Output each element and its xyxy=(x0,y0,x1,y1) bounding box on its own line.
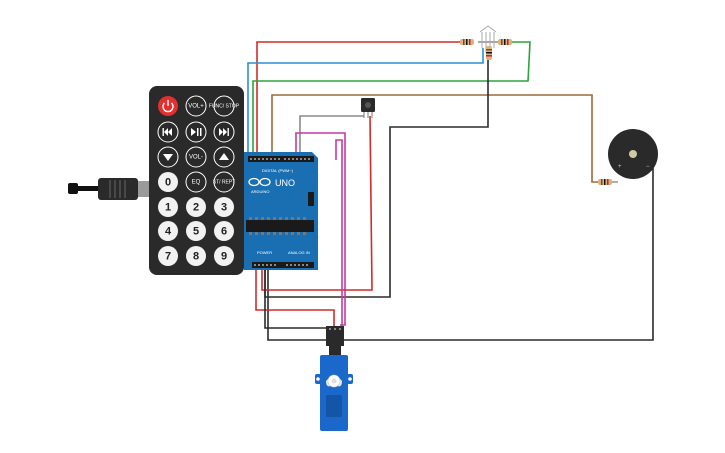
ir-receiver xyxy=(361,98,375,118)
button-0-label: 0 xyxy=(165,176,171,188)
vol-up-button[interactable] xyxy=(185,95,207,117)
vol-down-label: VOL- xyxy=(189,155,203,161)
buzzer-center xyxy=(629,150,637,158)
servo-hub-center xyxy=(331,378,337,384)
buzzer-minus-label: − xyxy=(646,164,650,170)
uno-label: UNO xyxy=(275,178,295,188)
black-wire-servo xyxy=(264,270,330,329)
usb-cable xyxy=(68,178,152,200)
power-label: POWER xyxy=(257,250,272,255)
button-0[interactable] xyxy=(158,172,178,192)
ir-receiver-legs xyxy=(363,112,373,118)
func-stop-button[interactable] xyxy=(213,95,235,117)
eq-button[interactable] xyxy=(185,171,207,193)
arduino-uno: DIGITAL (PWM~) ARDUINO UNO POWER ANALOG … xyxy=(244,152,318,270)
buzzer: + − xyxy=(598,129,658,185)
ir-remote: VOL+ FUNC/ STOP VOL- 0 xyxy=(149,86,244,275)
power-icon xyxy=(162,100,174,113)
power-header xyxy=(252,262,314,268)
red-wire-ir xyxy=(261,115,373,291)
button-4[interactable] xyxy=(158,221,178,241)
play-pause-icon xyxy=(191,128,202,136)
blue-wire xyxy=(247,48,484,160)
chip-pins xyxy=(249,217,306,235)
buzzer-plus-label: + xyxy=(618,164,622,170)
arduino-logo-text: ARDUINO xyxy=(251,189,269,194)
usb-ridges xyxy=(109,180,126,198)
digit-buttons: 1 2 3 4 5 6 7 8 9 xyxy=(158,197,234,266)
arduino-board xyxy=(244,152,318,270)
usb-metal-end xyxy=(138,181,152,197)
button-9[interactable] xyxy=(214,246,234,266)
green-wire xyxy=(252,41,531,160)
button-7[interactable] xyxy=(158,246,178,266)
grey-wire-ir xyxy=(299,115,364,160)
usb-cable-line xyxy=(76,186,100,191)
magenta-wire-ir xyxy=(295,132,346,326)
usb-plug-tip xyxy=(68,183,78,194)
rgb-led-icon xyxy=(479,25,497,52)
icsp-header xyxy=(308,192,314,206)
vol-up-label: VOL+ xyxy=(188,104,204,110)
triangle-down-icon xyxy=(163,154,173,161)
resistor-middle-bands xyxy=(486,49,492,57)
button-4-label: 4 xyxy=(165,225,172,237)
button-8-label: 8 xyxy=(193,250,199,262)
usb-connector xyxy=(98,178,138,200)
button-3[interactable] xyxy=(214,197,234,217)
servo-body xyxy=(320,355,348,431)
button-7-label: 7 xyxy=(165,250,171,262)
red-wire-servo xyxy=(255,270,335,328)
button-5[interactable] xyxy=(186,221,206,241)
button-2-label: 2 xyxy=(193,201,199,213)
button-6[interactable] xyxy=(214,221,234,241)
magenta-wire-servo xyxy=(335,139,343,328)
resistor-left-bands xyxy=(463,39,471,45)
st-rept-label: ST/ REPT xyxy=(213,179,236,185)
servo-cable xyxy=(329,345,341,355)
wires xyxy=(247,41,654,341)
button-3-label: 3 xyxy=(221,201,227,213)
button-9-label: 9 xyxy=(221,250,227,262)
servo-mount-hole-right xyxy=(348,377,352,381)
buzzer-resistor-bands xyxy=(601,179,609,185)
servo-connector xyxy=(326,326,344,346)
digital-pins xyxy=(250,158,310,160)
servo-mount-hole-left xyxy=(316,377,320,381)
button-8[interactable] xyxy=(186,246,206,266)
st-rept-button[interactable] xyxy=(213,171,235,193)
servo-connector-pins xyxy=(329,328,341,330)
button-1-label: 1 xyxy=(165,201,171,213)
red-wire-top xyxy=(256,41,460,160)
brown-wire xyxy=(271,94,598,183)
resistor-right-bands xyxy=(501,39,509,45)
button-1[interactable] xyxy=(158,197,178,217)
button-5-label: 5 xyxy=(193,225,199,237)
atmega-chip xyxy=(246,220,314,232)
vol-down-button[interactable] xyxy=(185,146,207,168)
digital-header xyxy=(248,156,314,162)
arduino-logo-icon xyxy=(248,177,271,187)
servo-label-area xyxy=(326,395,342,417)
ir-receiver-lens xyxy=(365,102,371,108)
skip-back-icon xyxy=(162,128,172,136)
analog-label: ANALOG IN xyxy=(288,250,310,255)
button-2[interactable] xyxy=(186,197,206,217)
power-pins xyxy=(254,264,308,266)
black-wire-buzzer xyxy=(267,168,654,341)
servo-motor xyxy=(315,326,353,431)
skip-forward-icon xyxy=(219,128,229,136)
rgb-led-assembly xyxy=(460,25,512,60)
digital-label: DIGITAL (PWM~) xyxy=(262,168,294,173)
button-6-label: 6 xyxy=(221,225,227,237)
triangle-up-icon xyxy=(219,153,229,160)
eq-label: EQ xyxy=(192,180,201,186)
func-stop-label: FUNC/ STOP xyxy=(209,103,240,109)
